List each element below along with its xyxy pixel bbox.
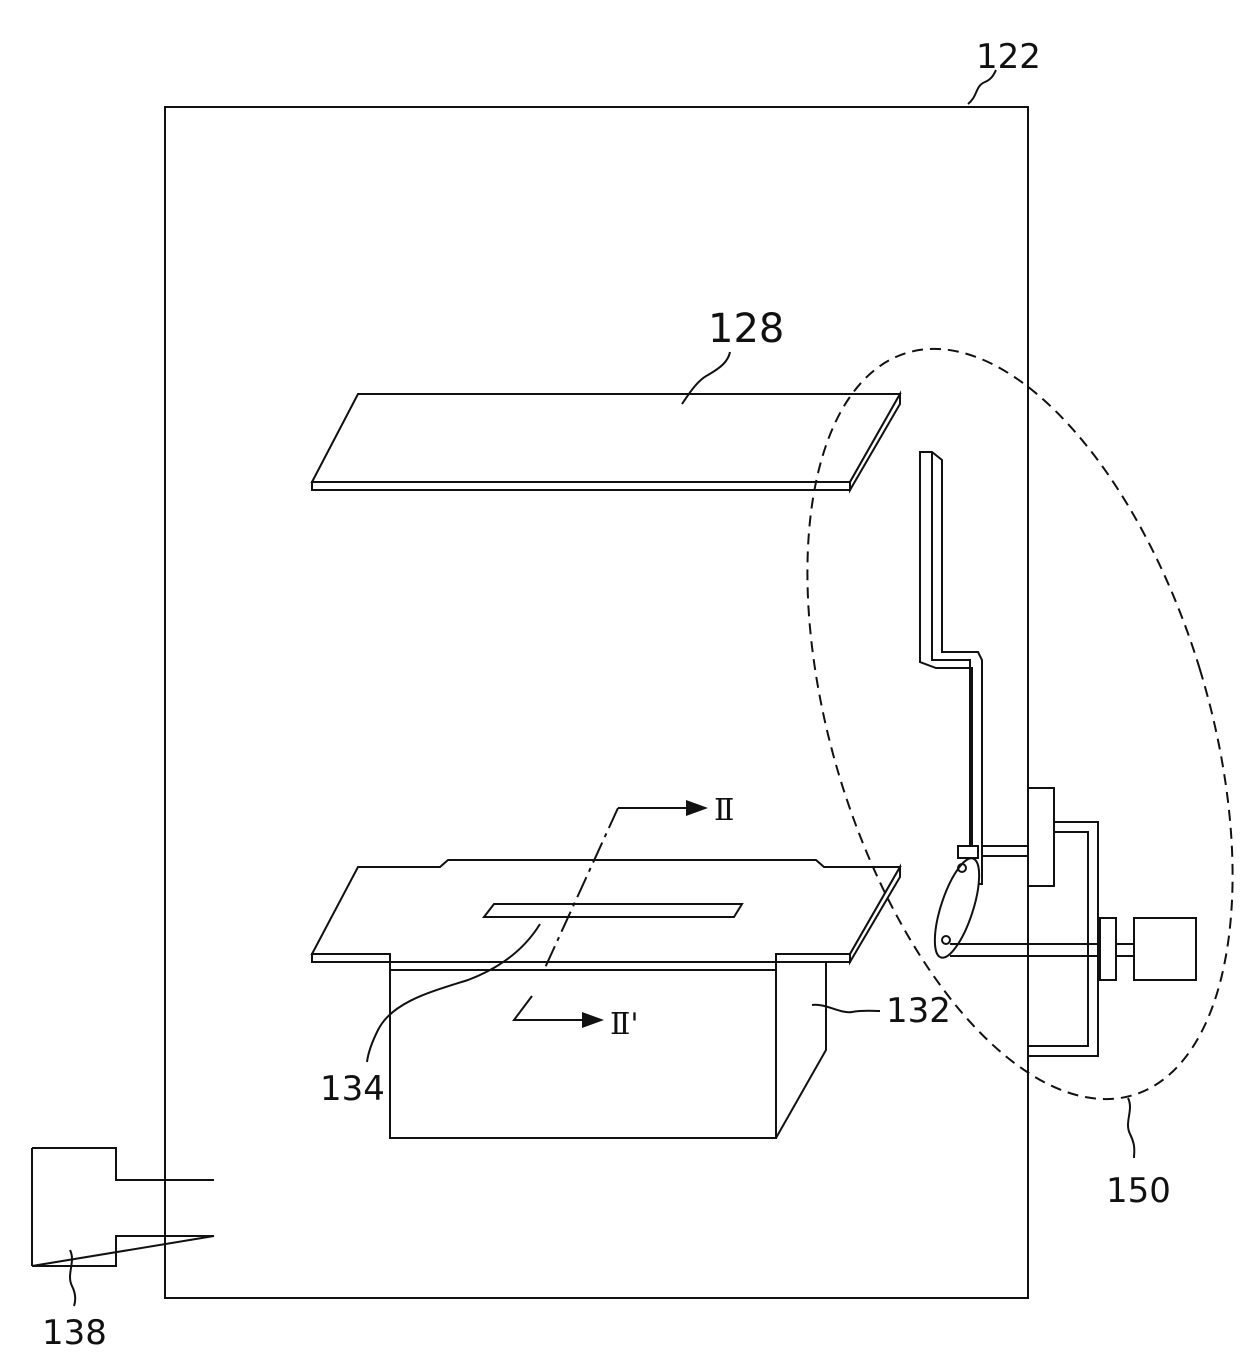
label-122: 122 — [976, 37, 1041, 77]
lift-mechanism-leader — [1128, 1098, 1134, 1158]
label-section-end: Ⅱ' — [610, 1007, 639, 1042]
section-start-arrow — [686, 800, 708, 816]
stage-box — [390, 962, 826, 1138]
label-section-start: Ⅱ — [714, 793, 734, 828]
slot — [484, 904, 742, 917]
section-end-arrow — [582, 1012, 604, 1028]
chamber-outline — [165, 107, 1028, 1298]
label-128: 128 — [708, 306, 784, 352]
label-134: 134 — [320, 1069, 385, 1109]
lift-mechanism — [926, 788, 1196, 1056]
upper-plate — [312, 394, 900, 490]
label-132: 132 — [886, 991, 951, 1031]
lift-arm — [920, 452, 982, 884]
stage-box-leader — [812, 1005, 880, 1012]
label-150: 150 — [1106, 1171, 1171, 1211]
label-138: 138 — [42, 1313, 107, 1353]
external-unit — [32, 1148, 214, 1266]
